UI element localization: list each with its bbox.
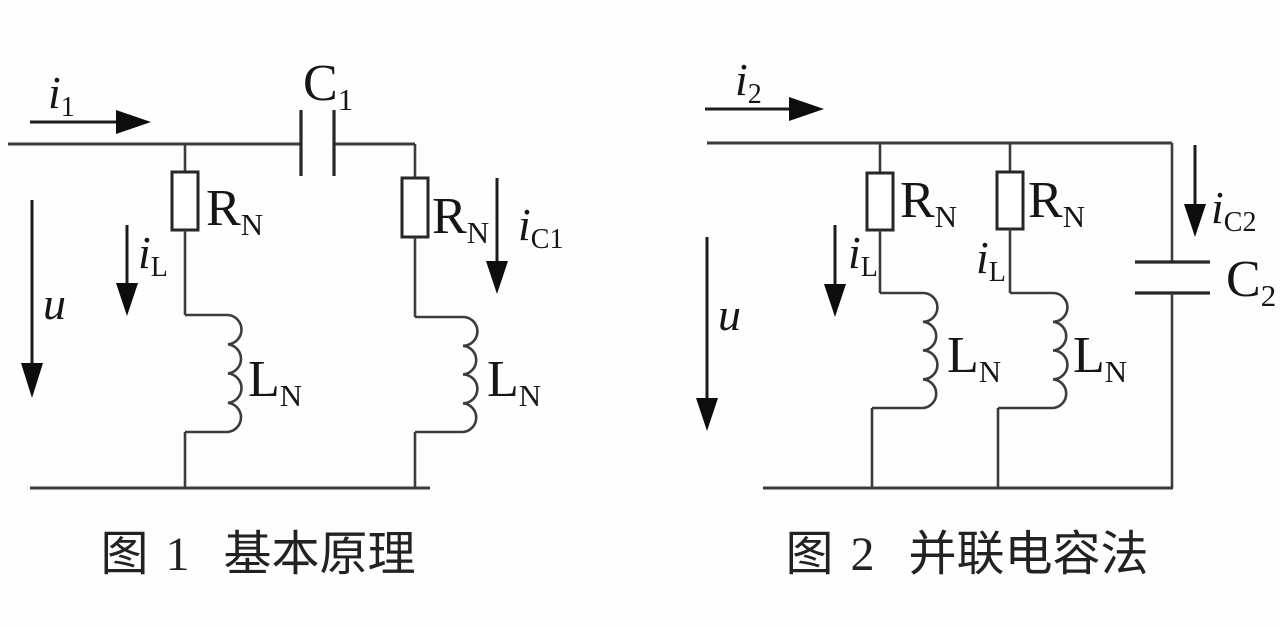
fig2-voltage-u-arrow-head	[696, 398, 718, 431]
fig2-current-il-arrow-head	[824, 284, 846, 317]
fig2-label-ln-right: LN	[1073, 327, 1127, 389]
fig2-caption: 图 2 并联电容法	[785, 528, 1148, 581]
fig2-label-c2: C2	[1226, 251, 1276, 313]
fig2-label-rn-left: RN	[900, 172, 957, 234]
figure2-parallel-capacitor-circuit: i2 RN RN iC2 iL iL u LN LN C2 图 2 并联电容法	[696, 54, 1276, 581]
fig2-inductor-ln-left-coil	[872, 291, 939, 410]
fig2-label-il-right: iL	[976, 232, 1006, 288]
fig1-voltage-u-arrow-head	[21, 363, 43, 398]
fig2-label-i2: i2	[735, 54, 762, 110]
fig2-current-i2-arrow-head	[789, 97, 824, 121]
fig1-label-c1: C1	[303, 55, 353, 117]
fig1-label-u: u	[43, 278, 66, 329]
fig1-current-ic1-arrow-head	[486, 261, 508, 294]
fig1-label-ln-left: LN	[248, 351, 302, 413]
fig2-label-u: u	[718, 289, 741, 340]
figure1-basic-principle-circuit: i1 C1 RN RN iL iC1 u LN LN 图 1 基本原理	[8, 55, 563, 581]
fig1-label-il: iL	[138, 227, 168, 283]
fig2-inductor-ln-right-coil	[998, 291, 1069, 410]
fig1-resistor-rn-left	[170, 170, 200, 232]
fig1-label-rn-right: RN	[432, 188, 489, 250]
fig1-inductor-ln-left-coil	[185, 313, 243, 434]
fig2-label-il-left: iL	[848, 227, 878, 283]
fig2-label-ln-left: LN	[947, 327, 1001, 389]
fig1-current-il-arrow-head	[116, 283, 138, 316]
fig1-caption: 图 1 基本原理	[100, 528, 415, 581]
fig1-inductor-ln-right-coil	[415, 315, 479, 434]
fig2-resistor-rn-right	[995, 170, 1025, 231]
fig1-label-ln-right: LN	[487, 351, 541, 413]
fig1-label-i1: i1	[48, 67, 75, 123]
fig2-current-ic2-arrow-head	[1184, 204, 1206, 237]
fig1-resistor-rn-right	[400, 176, 430, 239]
fig1-label-rn-left: RN	[206, 180, 263, 242]
fig2-label-rn-right: RN	[1028, 172, 1085, 234]
fig1-current-i1-arrow-head	[116, 110, 151, 134]
fig1-label-ic1: iC1	[518, 199, 563, 255]
fig2-resistor-rn-left	[865, 171, 895, 232]
fig2-label-ic2: iC2	[1211, 182, 1256, 238]
